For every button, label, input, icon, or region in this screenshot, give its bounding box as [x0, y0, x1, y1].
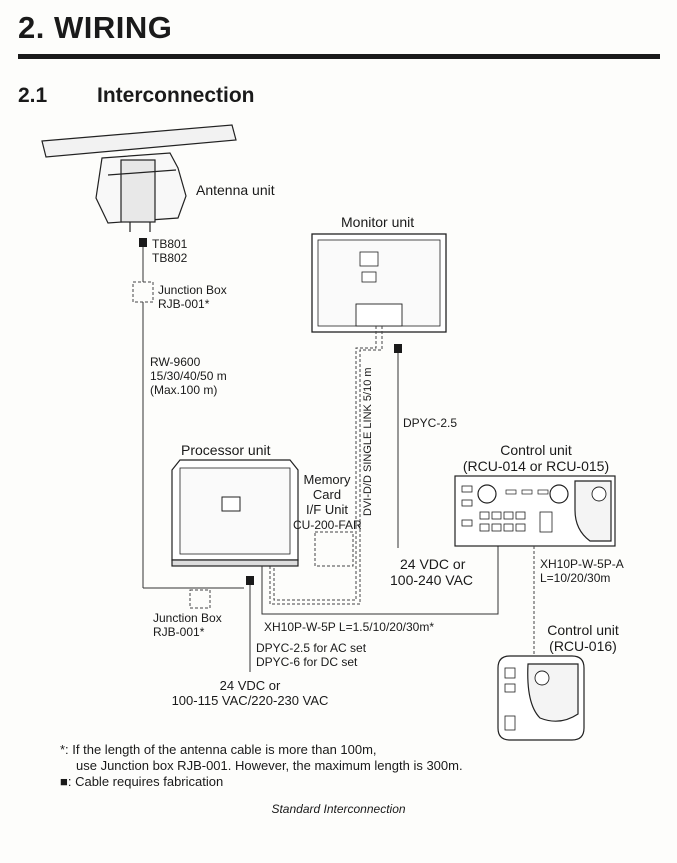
- antenna-unit-drawing: [41, 124, 237, 232]
- junction-box-top-line-1: Junction Box: [158, 283, 227, 297]
- antenna-cable-label: RW-9600 15/30/40/50 m (Max.100 m): [150, 355, 227, 397]
- figure-caption: Standard Interconnection: [271, 802, 406, 816]
- junction-box-top-label: Junction Box RJB-001*: [158, 283, 227, 311]
- junction-box-bottom-drawing: [189, 589, 211, 609]
- control-unit-2-drawing: [497, 655, 585, 741]
- processor-power-label: 24 VDC or 100-115 VAC/220-230 VAC: [150, 678, 350, 708]
- memory-card-model: CU-200-FAR: [293, 518, 362, 532]
- control-link-lengths: L=10/20/30m: [540, 571, 611, 585]
- control-unit-2-name: Control unit: [547, 622, 619, 638]
- control-link-cable-type: XH10P-W-5P-A: [540, 557, 624, 571]
- antenna-cable-type: RW-9600: [150, 355, 201, 369]
- processor-control-cable: [261, 546, 499, 615]
- antenna-unit-label: Antenna unit: [196, 182, 275, 198]
- note-1-line-2: use Junction box RJB-001. However, the m…: [76, 758, 463, 773]
- junction-box-bottom-label: Junction Box RJB-001*: [153, 611, 222, 639]
- antenna-cable-max: (Max.100 m): [150, 383, 218, 397]
- processor-power-cable-dc: DPYC-6 for DC set: [256, 655, 358, 669]
- control-unit-2-model: (RCU-016): [549, 638, 617, 654]
- section-title: Interconnection: [97, 84, 255, 107]
- control-unit-1-drawing: [454, 475, 616, 547]
- processor-control-cable-label: XH10P-W-5P L=1.5/10/20/30m*: [264, 620, 434, 634]
- note-2-text: : Cable requires fabrication: [67, 774, 224, 789]
- memory-card-line-1: Memory: [303, 472, 351, 487]
- processor-power-cable-label: DPYC-2.5 for AC set DPYC-6 for DC set: [256, 641, 366, 669]
- control-link-label: XH10P-W-5P-A L=10/20/30m: [540, 557, 624, 585]
- fabrication-marker-monitor: [394, 344, 402, 353]
- memory-card-line-2: Card: [312, 487, 342, 502]
- monitor-power-label: 24 VDC or 100-240 VAC: [390, 556, 473, 588]
- section-number: 2.1: [18, 84, 48, 107]
- monitor-unit-drawing: [311, 233, 447, 333]
- fabrication-marker-tb: [139, 238, 147, 247]
- monitor-unit-label: Monitor unit: [341, 214, 415, 230]
- chapter-heading: 2. WIRING: [18, 10, 173, 45]
- note-2: ■: Cable requires fabrication: [60, 774, 223, 789]
- processor-power-line-2: 100-115 VAC/220-230 VAC: [171, 693, 329, 708]
- junction-box-bottom-line-1: Junction Box: [153, 611, 222, 625]
- dvi-cable: [269, 326, 383, 605]
- memory-card-unit-drawing: [314, 531, 354, 567]
- monitor-power-line-1: 24 VDC or: [400, 556, 466, 572]
- junction-box-top-line-2: RJB-001*: [158, 297, 210, 311]
- control-unit-2-label: Control unit (RCU-016): [532, 622, 634, 654]
- monitor-power-line-2: 100-240 VAC: [390, 572, 474, 588]
- terminal-tb801: TB801: [152, 237, 188, 251]
- fabrication-symbol-icon: ■: [60, 774, 68, 789]
- control-unit-1-model: (RCU-014 or RCU-015): [462, 458, 610, 474]
- processor-unit-drawing: [171, 459, 299, 567]
- monitor-power-cable-label: DPYC-2.5: [403, 416, 458, 430]
- note-1-line-1: *: If the length of the antenna cable is…: [60, 742, 377, 757]
- terminal-tb802: TB802: [152, 251, 188, 265]
- fabrication-marker-processor: [246, 576, 254, 585]
- junction-box-top-drawing: [132, 281, 154, 303]
- antenna-cable: [142, 247, 244, 589]
- junction-box-bottom-line-2: RJB-001*: [153, 625, 205, 639]
- memory-card-label: Memory Card I/F Unit: [294, 472, 360, 517]
- antenna-cable-lengths: 15/30/40/50 m: [150, 369, 227, 383]
- control-unit-1-label: Control unit (RCU-014 or RCU-015): [448, 442, 624, 474]
- processor-power-cable-ac: DPYC-2.5 for AC set: [256, 641, 367, 655]
- processor-power-line-1: 24 VDC or: [219, 678, 281, 693]
- heading-rule: [18, 54, 660, 59]
- processor-unit-label: Processor unit: [181, 442, 271, 458]
- memory-card-line-3: I/F Unit: [306, 502, 348, 517]
- control-unit-1-name: Control unit: [500, 442, 572, 458]
- dvi-link-label: DVI-D/D SINGLE LINK 5/10 m: [362, 367, 374, 516]
